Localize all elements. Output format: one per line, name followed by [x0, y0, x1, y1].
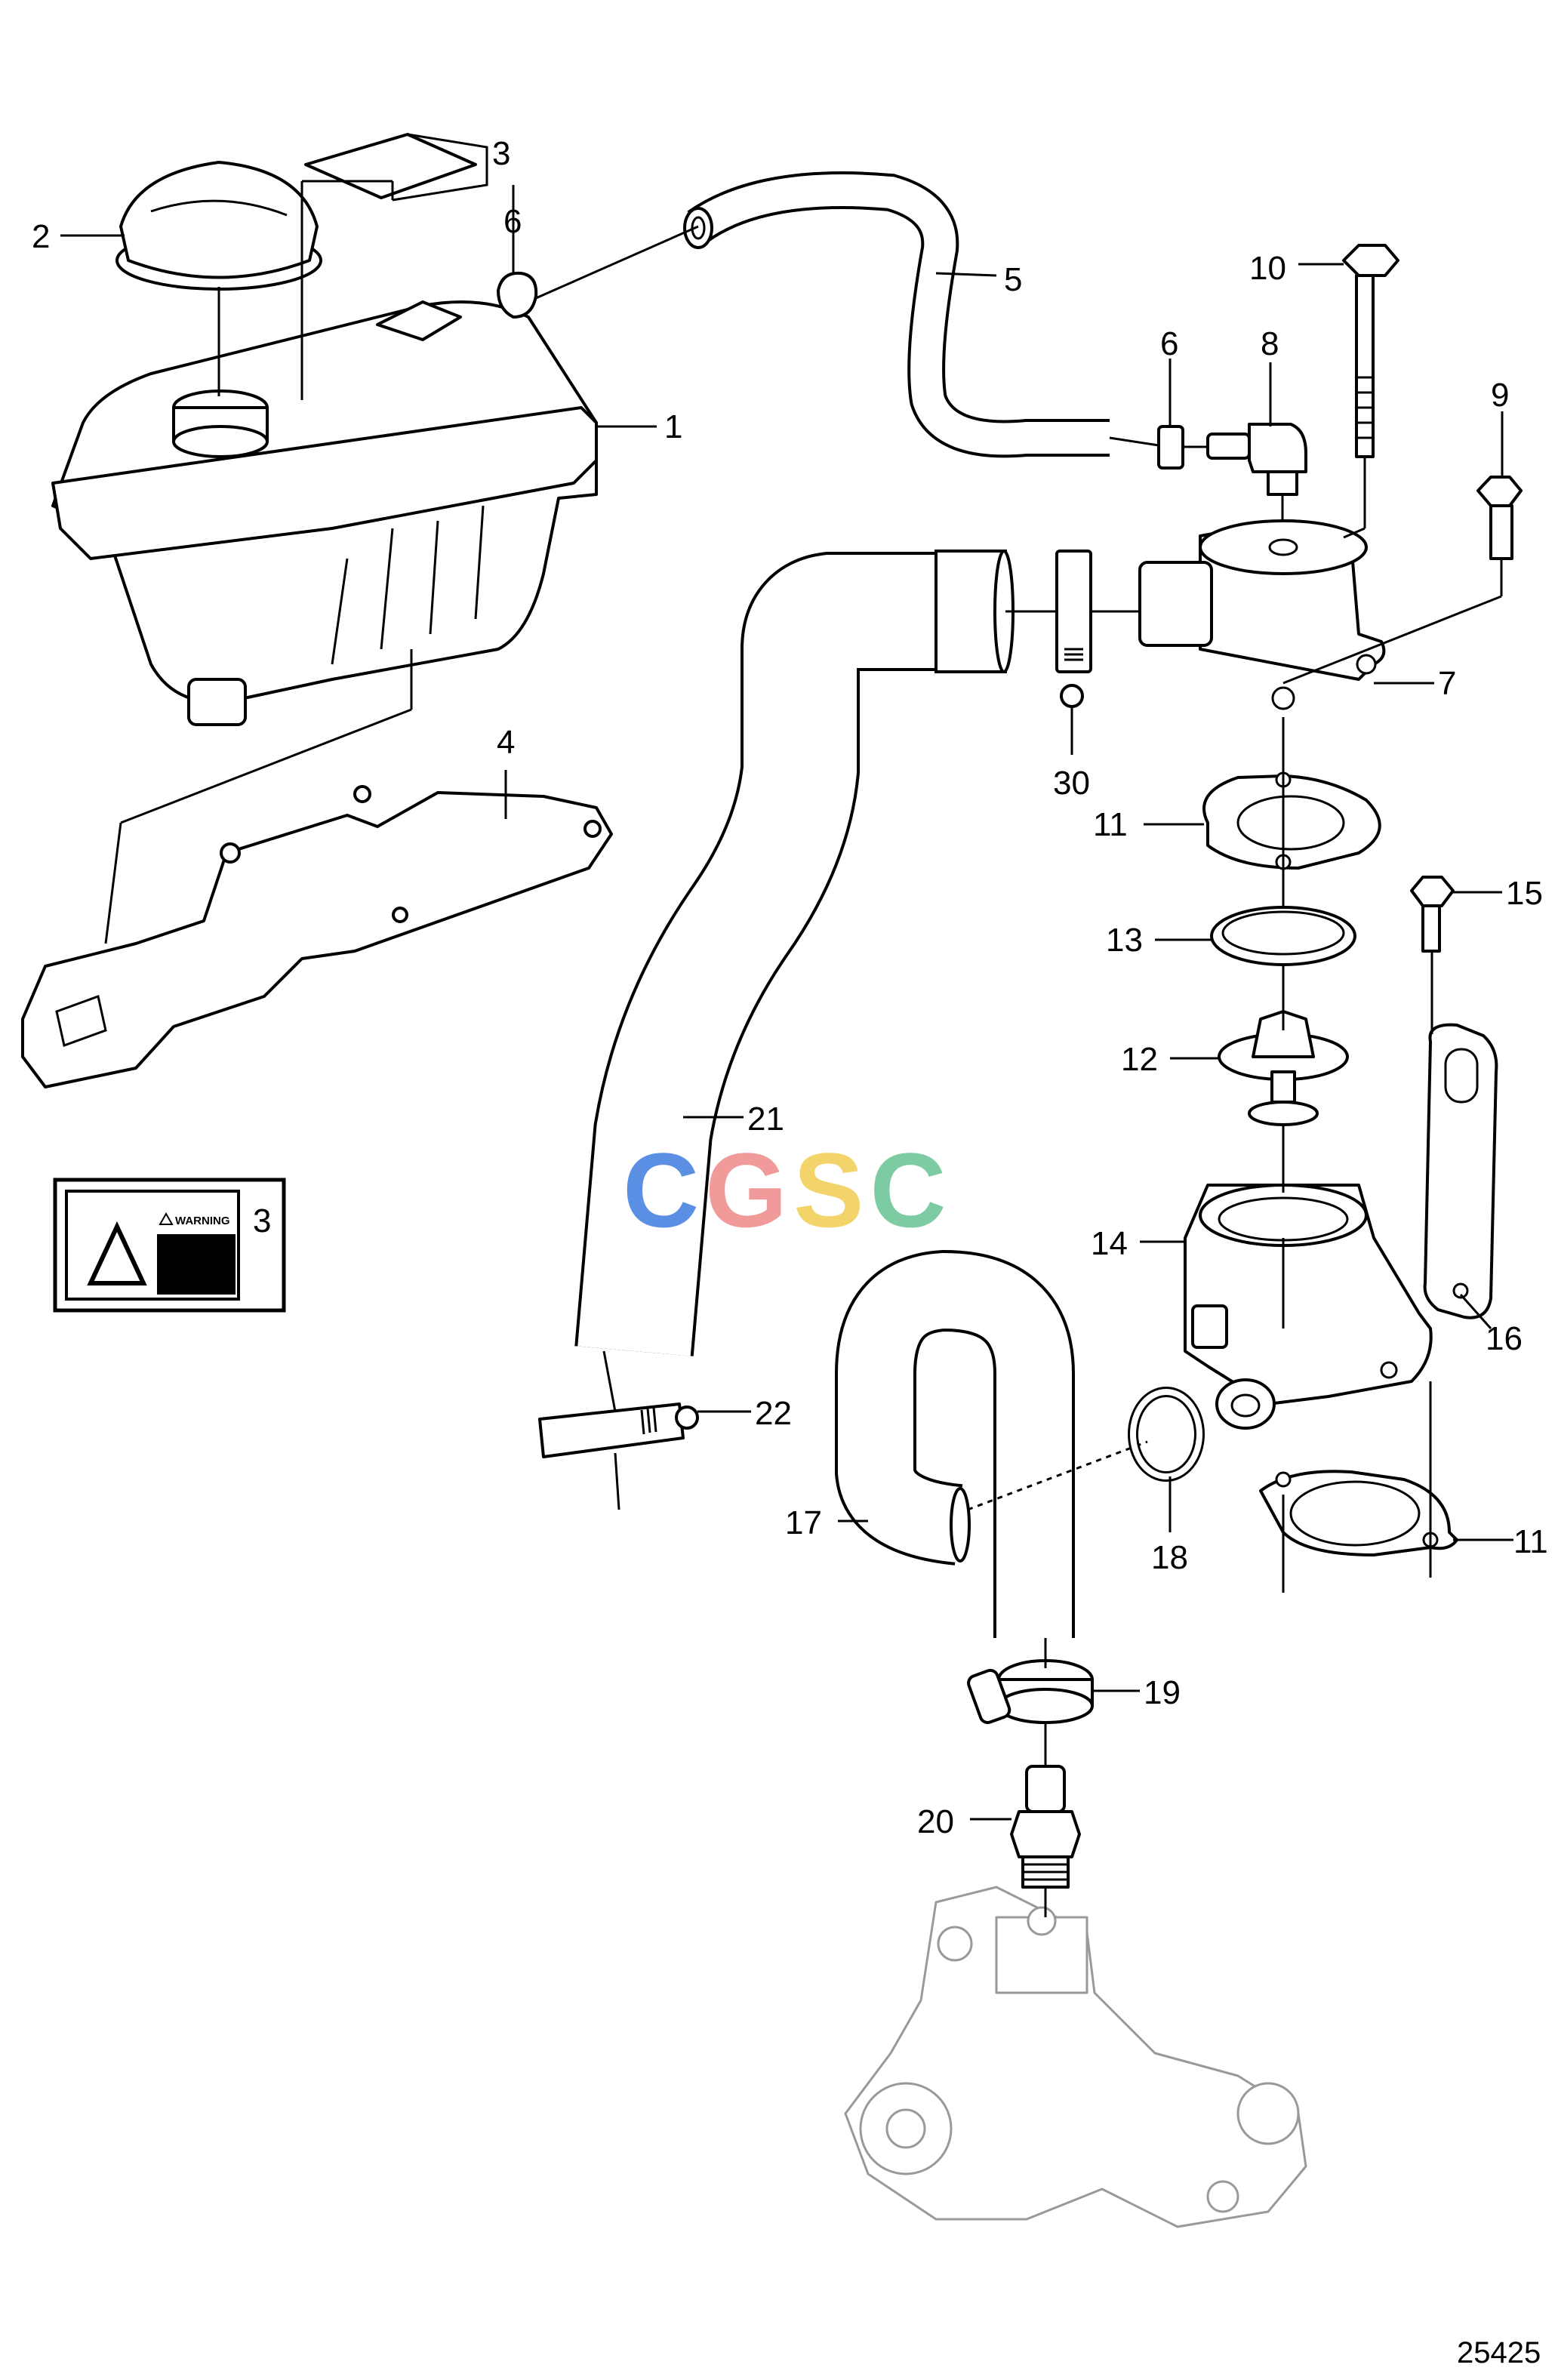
callout-13: 13 — [1106, 922, 1143, 959]
water-pump-ghost — [844, 1886, 1307, 2228]
elbow-connector-part-8 — [1206, 423, 1307, 496]
callout-16: 16 — [1486, 1320, 1523, 1357]
callout-4: 4 — [497, 724, 515, 761]
callout-20: 20 — [917, 1803, 954, 1840]
callout-14: 14 — [1091, 1225, 1128, 1262]
callout-2: 2 — [32, 218, 50, 255]
thermostat-housing-part-7 — [1138, 519, 1386, 710]
expansion-tank-part-1 — [51, 300, 598, 726]
callout-18: 18 — [1151, 1539, 1188, 1576]
callout-9: 9 — [1491, 377, 1509, 414]
watermark-text: CGSC — [623, 1131, 953, 1249]
callout-numbers: 1 2 3 6 5 6 8 10 9 7 30 11 13 15 12 14 1… — [32, 135, 1548, 1840]
mounting-bracket-part-4 — [21, 785, 613, 1088]
callout-6-top: 6 — [503, 203, 522, 240]
bolt-part-15 — [1410, 876, 1455, 953]
o-ring-part-13 — [1210, 906, 1356, 966]
callout-8: 8 — [1261, 325, 1279, 362]
drawing-number: 25425 — [1457, 2336, 1541, 2369]
callout-30: 30 — [1053, 765, 1090, 802]
watermark-letter: G — [705, 1131, 793, 1249]
watermark-letter: S — [793, 1131, 870, 1249]
strap-part-16 — [1423, 1023, 1498, 1319]
bolt-part-10 — [1342, 244, 1399, 458]
callout-1: 1 — [664, 408, 682, 445]
label-sheet-part-3 — [304, 133, 477, 199]
upper-hose-part-5 — [683, 171, 1110, 458]
callout-11-upper: 11 — [1093, 806, 1128, 843]
hose-clamp-part-19 — [967, 1659, 1094, 1725]
callout-3: 3 — [492, 135, 510, 172]
callout-10: 10 — [1249, 250, 1286, 287]
gasket-part-11-lower — [1259, 1470, 1458, 1556]
lower-hose-part-21 — [574, 550, 1015, 1356]
warning-label-part-3: WARNING — [53, 1178, 286, 1313]
leader-lines — [104, 180, 1503, 1917]
thermostat-base-housing-part-14 — [1184, 1184, 1433, 1430]
watermark-letter: C — [623, 1131, 705, 1249]
hose-clamp-part-30 — [1055, 550, 1092, 708]
callout-leaders — [60, 133, 1513, 1821]
callout-22: 22 — [755, 1395, 792, 1432]
j-hose-part-17 — [835, 1249, 1148, 1638]
callout-3-warning: 3 — [253, 1202, 271, 1239]
callout-21: 21 — [747, 1101, 784, 1138]
watermark-letter: C — [870, 1131, 952, 1249]
thermostat-part-12 — [1218, 1010, 1349, 1126]
cgsc-watermark: CGSC — [623, 1131, 953, 1249]
callout-12: 12 — [1121, 1041, 1158, 1078]
callout-6-right: 6 — [1160, 325, 1178, 362]
callout-15: 15 — [1506, 875, 1543, 912]
callout-11-lower: 11 — [1513, 1523, 1548, 1560]
filler-cap-part-2 — [115, 161, 322, 291]
callout-7: 7 — [1438, 665, 1456, 702]
callout-5: 5 — [1004, 261, 1022, 298]
callout-17: 17 — [785, 1504, 822, 1541]
hose-clamp-part-22 — [538, 1402, 699, 1458]
callout-19: 19 — [1144, 1674, 1181, 1711]
bolt-part-9 — [1476, 476, 1523, 560]
hose-clamp-part-18 — [1128, 1387, 1205, 1482]
gasket-part-11-upper — [1202, 771, 1381, 870]
warning-label-text: WARNING — [175, 1215, 230, 1227]
nipple-fitting-part-20 — [1010, 1765, 1081, 1889]
